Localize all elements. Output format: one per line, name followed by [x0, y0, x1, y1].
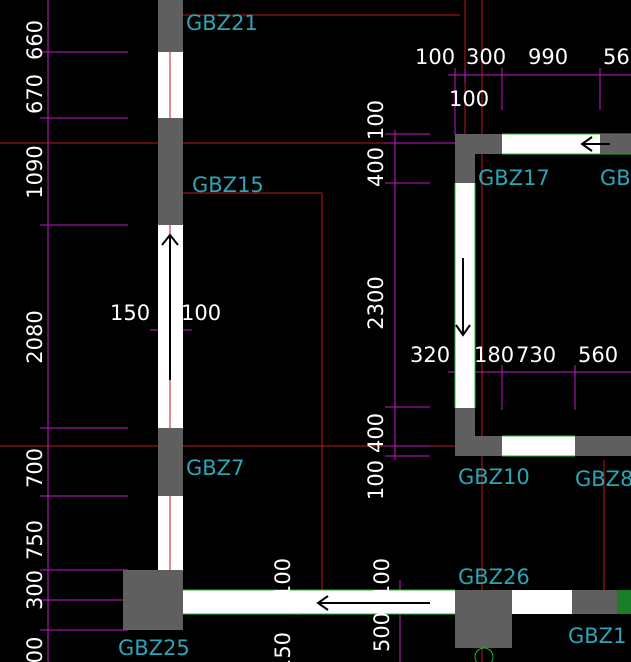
dim-text: 100 — [364, 460, 388, 500]
dim-text: 2080 — [23, 310, 47, 363]
dim-text: 990 — [528, 45, 568, 69]
column-gbz25 — [123, 570, 183, 630]
dim-text: 150 — [110, 301, 150, 325]
dim-text: 700 — [23, 448, 47, 488]
down-arrow-icon — [455, 258, 471, 337]
dimension-lines — [40, 0, 631, 662]
dim-text: 100 — [415, 45, 455, 69]
column-gbz26 — [455, 590, 512, 648]
dim-text: 100 — [449, 87, 489, 111]
columns — [123, 0, 631, 662]
label-gbz7: GBZ7 — [186, 456, 244, 480]
label-gbz15: GBZ15 — [192, 173, 264, 197]
label-gbz10: GBZ10 — [458, 465, 530, 489]
label-gbz1: GBZ1 — [568, 624, 626, 648]
up-arrow-icon — [161, 233, 179, 380]
column-labels: GBZ21 GBZ15 GBZ17 GBZ GBZ7 GBZ10 GBZ8 GB… — [118, 11, 631, 660]
left-arrow-icon — [580, 136, 610, 152]
column-gbz1 — [572, 590, 617, 614]
dim-text: 670 — [23, 74, 47, 114]
column-gbz15 — [158, 118, 183, 225]
left-arrow-icon — [316, 595, 430, 611]
dim-text: 660 — [23, 20, 47, 60]
label-gbz-partial: GBZ — [600, 166, 631, 190]
bottom-dimensions: 100 100 500 150 — [271, 558, 394, 662]
label-gbz17: GBZ17 — [478, 166, 550, 190]
dim-text: 560 — [578, 343, 618, 367]
dim-text: 400 — [364, 147, 388, 187]
wall-segment — [502, 436, 575, 456]
axis-bubble — [474, 647, 494, 662]
dim-text: 100 — [370, 558, 394, 598]
dim-text: 100 — [271, 558, 295, 598]
mid-vertical-dimensions: 100 400 2300 400 100 — [364, 100, 388, 500]
column-gbz-partial — [600, 134, 631, 154]
dim-text: 320 — [410, 343, 450, 367]
dim-text: 00 — [23, 637, 47, 662]
column-gbz7 — [158, 428, 183, 496]
dim-text: 2300 — [364, 276, 388, 329]
wall-segment — [512, 590, 572, 614]
column-gbz8 — [575, 436, 631, 456]
dim-text: 500 — [370, 612, 394, 652]
dim-text: 1090 — [23, 145, 47, 198]
label-gbz21: GBZ21 — [186, 11, 258, 35]
dim-text: 560 — [603, 45, 631, 69]
label-gbz8: GBZ8 — [575, 467, 631, 491]
top-dimensions: 100 300 990 560 100 — [415, 45, 631, 111]
left-dimensions: 660 670 1090 2080 700 750 300 00 — [23, 20, 47, 662]
label-gbz26: GBZ26 — [458, 565, 530, 589]
mid-horizontal-dimensions: 320 180 730 560 — [410, 343, 618, 367]
dim-text: 300 — [23, 570, 47, 610]
column-gbz17-leg — [455, 134, 475, 183]
column-green-stub — [617, 590, 631, 614]
dim-text: 400 — [364, 413, 388, 453]
label-gbz25: GBZ25 — [118, 636, 190, 660]
dim-text: 100 — [364, 100, 388, 140]
dim-text: 180 — [474, 343, 514, 367]
dim-text: 300 — [466, 45, 506, 69]
direction-arrows — [161, 136, 610, 611]
dim-text: 100 — [181, 301, 221, 325]
wall-dimensions: 150 100 — [110, 301, 221, 325]
dim-text: 730 — [516, 343, 556, 367]
column-gbz21 — [158, 0, 183, 52]
column-gbz10-leg — [455, 436, 502, 456]
wall-segment — [502, 134, 631, 154]
wall-segment — [455, 183, 475, 408]
dim-text: 150 — [271, 632, 295, 662]
dim-text: 750 — [23, 520, 47, 560]
